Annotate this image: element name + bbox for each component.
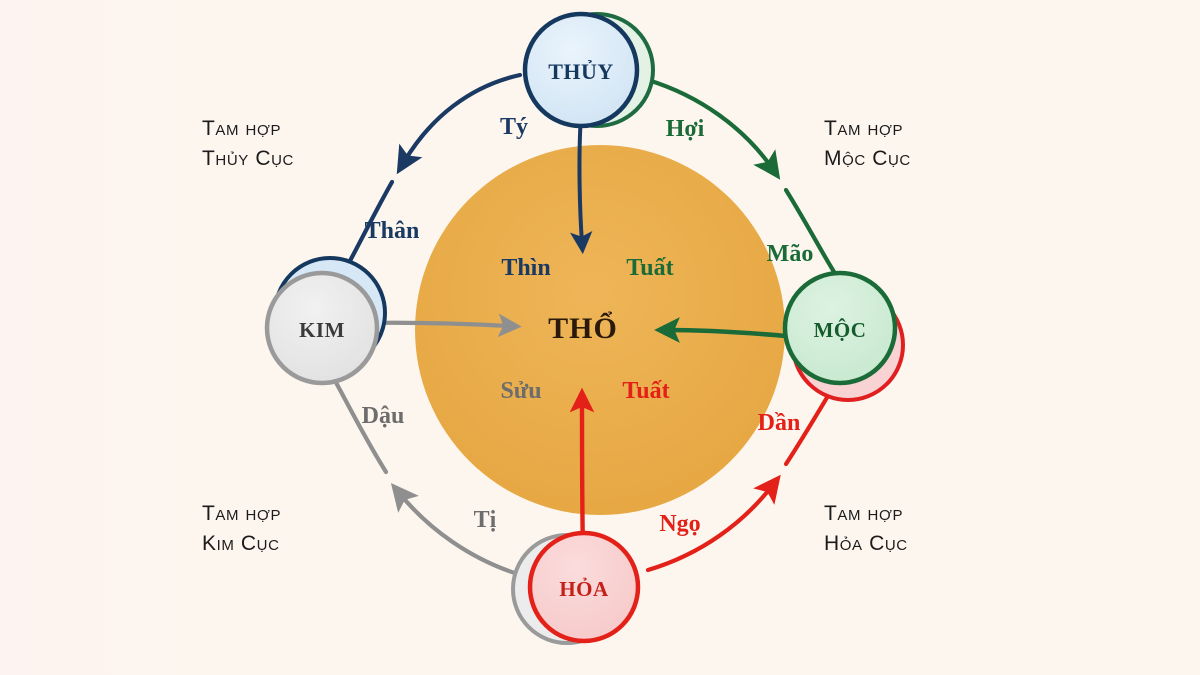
corner-label-kim-cuc: Tam hợp Kim Cục [202,502,281,555]
corner-moc-title: Tam hợp [824,117,903,140]
center-branch-tuat-red: Tuất [622,378,669,404]
center-tho-label: THỔ [548,311,618,345]
arc-label-than: Thân [365,218,420,244]
corner-label-thuy-cuc: Tam hợp Thủy Cục [202,117,294,170]
corner-hoa-subtitle: Hỏa Cục [824,532,908,555]
node-kim-circle [264,270,380,386]
center-earth-disc [415,145,785,515]
center-branch-thin: Thìn [501,255,550,281]
center-branch-suu: Sửu [500,378,541,404]
arc-label-mao: Mão [767,241,814,267]
arc-kim-cuc-path [390,482,527,579]
arc-label-dau: Dậu [362,403,405,429]
arc-label-ti: Tị [474,507,497,533]
node-moc-label: MỘC [814,318,867,342]
corner-thuy-title: Tam hợp [202,117,281,140]
center-branch-tuat-green: Tuất [626,255,673,281]
arc-label-ngo: Ngọ [659,511,700,537]
node-moc-circle [782,270,898,386]
corner-kim-subtitle: Kim Cục [202,532,280,555]
node-hoa[interactable]: HỎA [511,530,641,645]
arc-hoa-cuc-path [645,474,781,573]
node-moc[interactable]: MỘC [782,270,905,402]
inward-arrow-thuy-to-tho [570,113,593,255]
corner-hoa-title: Tam hợp [824,502,903,525]
corner-label-hoa-cuc: Tam hợp Hỏa Cục [824,502,908,555]
node-hoa-circle [527,530,641,644]
inward-arrow-moc-to-tho [654,317,789,343]
node-thuy[interactable]: THỦY [522,11,655,129]
arc-label-dan: Dần [758,410,801,436]
node-thuy-label: THỦY [548,59,614,84]
arc-moc-cuc-tail [783,187,845,287]
node-kim-label: KIM [299,318,345,342]
arc-moc-cuc-path [645,77,781,180]
corner-kim-title: Tam hợp [202,502,281,525]
corner-thuy-subtitle: Thủy Cục [202,147,294,170]
corner-moc-subtitle: Mộc Cục [824,147,911,170]
arc-thuy-cuc-path [396,72,523,175]
corner-label-moc-cuc: Tam hợp Mộc Cục [824,117,911,170]
node-thuy-circle [522,11,640,129]
node-kim[interactable]: KIM [264,256,387,386]
arc-label-ty: Tý [500,114,528,140]
node-hoa-label: HỎA [559,577,609,601]
arc-label-hoi: Hợi [666,116,705,142]
